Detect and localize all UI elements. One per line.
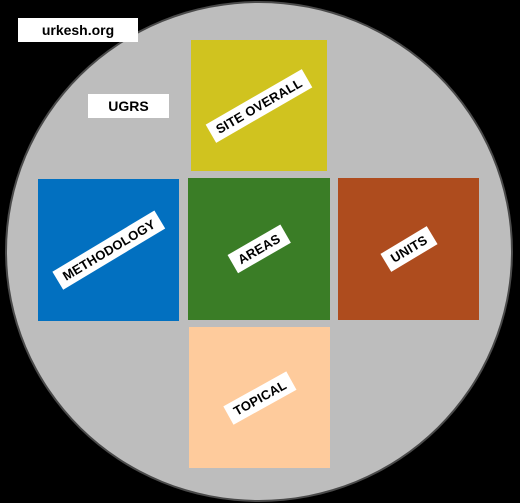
site-label[interactable]: urkesh.org [18, 18, 138, 42]
ugrs-label[interactable]: UGRS [88, 94, 169, 118]
tile-label-site-overall: SITE OVERALL [205, 68, 313, 143]
tile-site-overall[interactable]: SITE OVERALL [191, 40, 327, 171]
tile-methodology[interactable]: METHODOLOGY [38, 179, 179, 321]
tile-label-methodology: METHODOLOGY [51, 210, 166, 290]
tile-units[interactable]: UNITS [338, 178, 479, 320]
tile-label-areas: AREAS [227, 224, 291, 274]
tile-topical[interactable]: TOPICAL [189, 327, 330, 468]
tile-areas[interactable]: AREAS [188, 178, 330, 320]
tile-label-units: UNITS [379, 226, 438, 272]
tile-label-topical: TOPICAL [222, 370, 297, 425]
